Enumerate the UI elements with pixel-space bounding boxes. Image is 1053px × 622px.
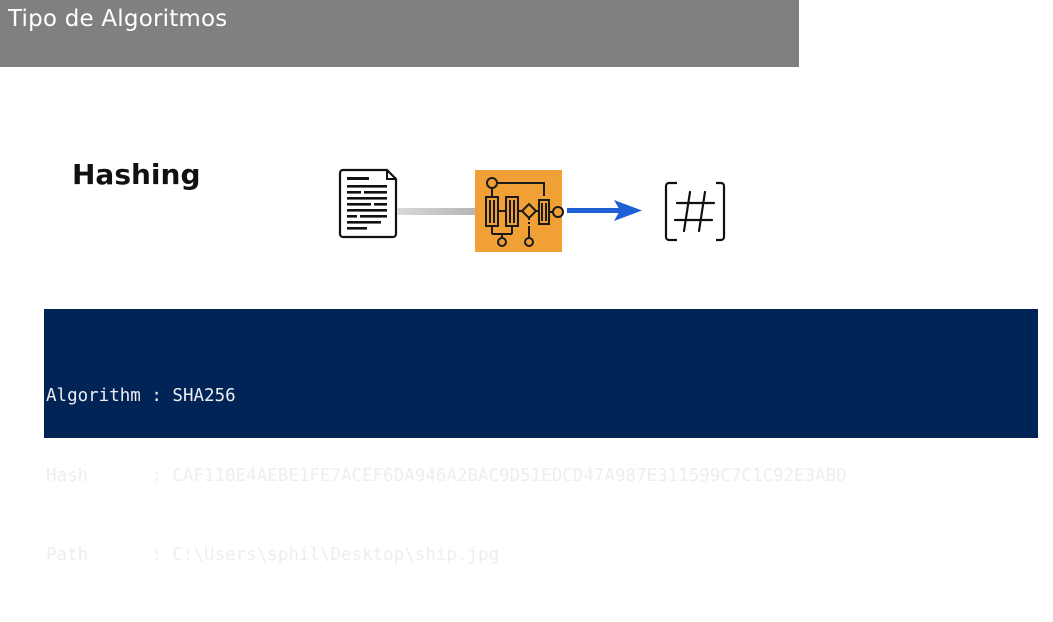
slide-title: Tipo de Algoritmos	[8, 6, 228, 32]
hash-icon	[664, 181, 726, 242]
terminal-line-path: Path : C:\Users\sphil\Desktop\ship.jpg	[46, 545, 500, 565]
output-arrow	[567, 200, 642, 221]
section-heading: Hashing	[72, 158, 201, 191]
hashing-diagram	[330, 160, 750, 260]
powershell-output: Algorithm : SHA256 Hash : CAF110E4AEBE1F…	[44, 309, 1038, 565]
terminal-output-lines: Algorithm : SHA256 Hash : CAF110E4AEBE1F…	[46, 330, 847, 622]
terminal-line-hash: Hash : CAF110E4AEBE1FE7ACEF6DA946A2BAC9D…	[46, 465, 847, 486]
title-bar: Tipo de Algoritmos	[0, 0, 799, 67]
terminal-line-algorithm: Algorithm : SHA256	[46, 386, 236, 406]
document-icon	[338, 168, 398, 239]
algorithm-flowchart-icon	[475, 170, 564, 252]
